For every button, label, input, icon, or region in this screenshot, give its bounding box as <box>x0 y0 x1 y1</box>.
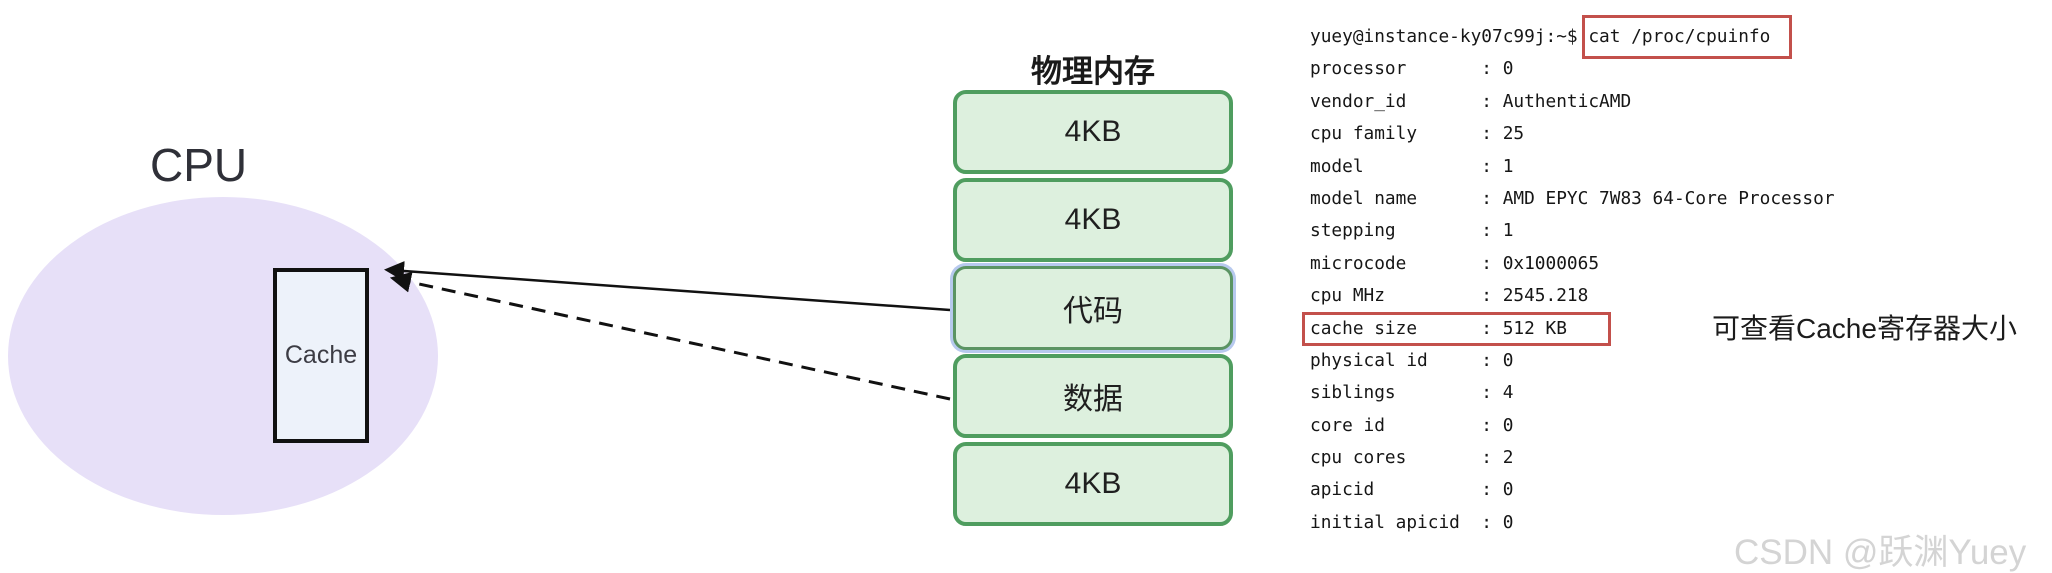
cpuinfo-separator: : <box>1481 382 1492 404</box>
cpuinfo-value: 2 <box>1502 447 1514 469</box>
terminal-prompt: yuey@instance-ky07c99j:~$ <box>1310 26 1578 47</box>
cpuinfo-separator: : <box>1481 220 1492 242</box>
dashed-arrow-data-to-cache <box>389 271 951 401</box>
cpu-ellipse <box>8 197 438 515</box>
cpuinfo-separator: : <box>1481 155 1492 177</box>
cpuinfo-key: cpu MHz <box>1310 285 1385 307</box>
memory-block-label: 4KB <box>1064 203 1122 236</box>
cpuinfo-separator: : <box>1481 58 1492 80</box>
terminal-prompt-line: yuey@instance-ky07c99j:~$ cat /proc/cpuin… <box>1310 15 1835 60</box>
memory-block: 代码 <box>953 266 1233 350</box>
cpuinfo-value: 0 <box>1502 479 1514 501</box>
cpuinfo-line: initial apicid:0 <box>1310 507 1835 539</box>
cpuinfo-value: 0 <box>1502 511 1514 533</box>
cpuinfo-line: vendor_id: AuthenticAMD <box>1310 86 1835 118</box>
cache-label: Cache <box>284 341 358 369</box>
cpuinfo-separator: : <box>1481 349 1492 371</box>
cpuinfo-key: cpu family <box>1310 123 1418 145</box>
cpuinfo-value: 25 <box>1502 123 1525 145</box>
cpuinfo-value: 512 KB <box>1502 317 1567 339</box>
cpuinfo-key: cache size <box>1310 317 1418 339</box>
cpuinfo-separator: : <box>1481 187 1492 209</box>
cpuinfo-line: siblings:4 <box>1310 377 1835 409</box>
cpuinfo-key: processor <box>1310 58 1407 80</box>
memory-block: 4KB <box>953 178 1233 262</box>
cpuinfo-line: physical id:0 <box>1310 345 1835 377</box>
cpuinfo-line: microcode:0x1000065 <box>1310 248 1835 280</box>
cpuinfo-key: model name <box>1310 187 1418 209</box>
cache-size-annotation: 可查看Cache寄存器大小 <box>1712 313 2017 344</box>
cpuinfo-key: model <box>1310 155 1364 177</box>
cpuinfo-separator: : <box>1481 123 1492 145</box>
terminal-command: cat /proc/cpuinfo <box>1588 26 1771 47</box>
cpuinfo-line: cpu cores:2 <box>1310 442 1835 474</box>
cpuinfo-value: AuthenticAMD <box>1502 90 1632 112</box>
cpuinfo-value: 1 <box>1502 220 1514 242</box>
cpuinfo-line: apicid:0 <box>1310 474 1835 506</box>
cpuinfo-value: AMD EPYC 7W83 64-Core Processor <box>1502 187 1835 209</box>
cpuinfo-value: 0 <box>1502 414 1514 436</box>
cpuinfo-separator: : <box>1481 479 1492 501</box>
cpuinfo-value: 0 <box>1502 58 1514 80</box>
cache-box: Cache <box>273 268 369 443</box>
cpuinfo-separator: : <box>1481 285 1492 307</box>
cpuinfo-separator: : <box>1481 447 1492 469</box>
memory-block: 4KB <box>953 442 1233 526</box>
cpuinfo-line: model:1 <box>1310 151 1835 183</box>
cpuinfo-line: model name: AMD EPYC 7W83 64-Core Process… <box>1310 183 1835 215</box>
cpuinfo-separator: : <box>1481 317 1492 339</box>
memory-block: 数据 <box>953 354 1233 438</box>
cpuinfo-line: processor:0 <box>1310 53 1835 85</box>
memory-block-label: 4KB <box>1064 467 1122 500</box>
cpuinfo-value: 0x1000065 <box>1502 252 1600 274</box>
memory-block-label: 4KB <box>1064 115 1122 148</box>
cpuinfo-line: core id:0 <box>1310 410 1835 442</box>
cpuinfo-key: microcode <box>1310 252 1407 274</box>
cpuinfo-key: core id <box>1310 414 1385 436</box>
cpuinfo-separator: : <box>1481 511 1492 533</box>
cpuinfo-value: 0 <box>1502 349 1514 371</box>
memory-block-label: 数据 <box>1063 383 1123 416</box>
cpuinfo-lines: processor:0 vendor_id:AuthenticAMD cpu f… <box>1302 53 1835 539</box>
cpuinfo-key: physical id <box>1310 349 1428 371</box>
cpuinfo-separator: : <box>1481 90 1492 112</box>
solid-arrow-code-to-cache <box>384 261 951 312</box>
cpuinfo-value: 2545.218 <box>1502 285 1589 307</box>
memory-block-label: 代码 <box>1063 295 1123 328</box>
cpuinfo-key: initial apicid <box>1310 511 1460 533</box>
physical-memory-title: 物理内存 <box>1031 54 1155 89</box>
cpuinfo-key: siblings <box>1310 382 1396 404</box>
cpuinfo-line: cpu family:25 <box>1310 118 1835 150</box>
cpuinfo-separator: : <box>1481 414 1492 436</box>
physical-memory-stack: 4KB 4KB 代码 数据 4KB <box>953 90 1233 530</box>
cpuinfo-value: 4 <box>1502 382 1514 404</box>
cpuinfo-key: apicid <box>1310 479 1375 501</box>
cpuinfo-value: 1 <box>1502 155 1514 177</box>
watermark: CSDN @跃渊Yuey <box>1734 533 2027 572</box>
cpuinfo-line: stepping:1 <box>1310 215 1835 247</box>
cpuinfo-separator: : <box>1481 252 1492 274</box>
cpu-label: CPU <box>150 139 248 191</box>
cpuinfo-line: cpu MHz:2545.218 <box>1310 280 1835 312</box>
cpuinfo-key: vendor_id <box>1310 90 1407 112</box>
memory-block: 4KB <box>953 90 1233 174</box>
cpuinfo-key: stepping <box>1310 220 1396 242</box>
terminal-output: yuey@instance-ky07c99j:~$ cat /proc/cpuin… <box>1302 15 1835 539</box>
cpuinfo-key: cpu cores <box>1310 447 1407 469</box>
